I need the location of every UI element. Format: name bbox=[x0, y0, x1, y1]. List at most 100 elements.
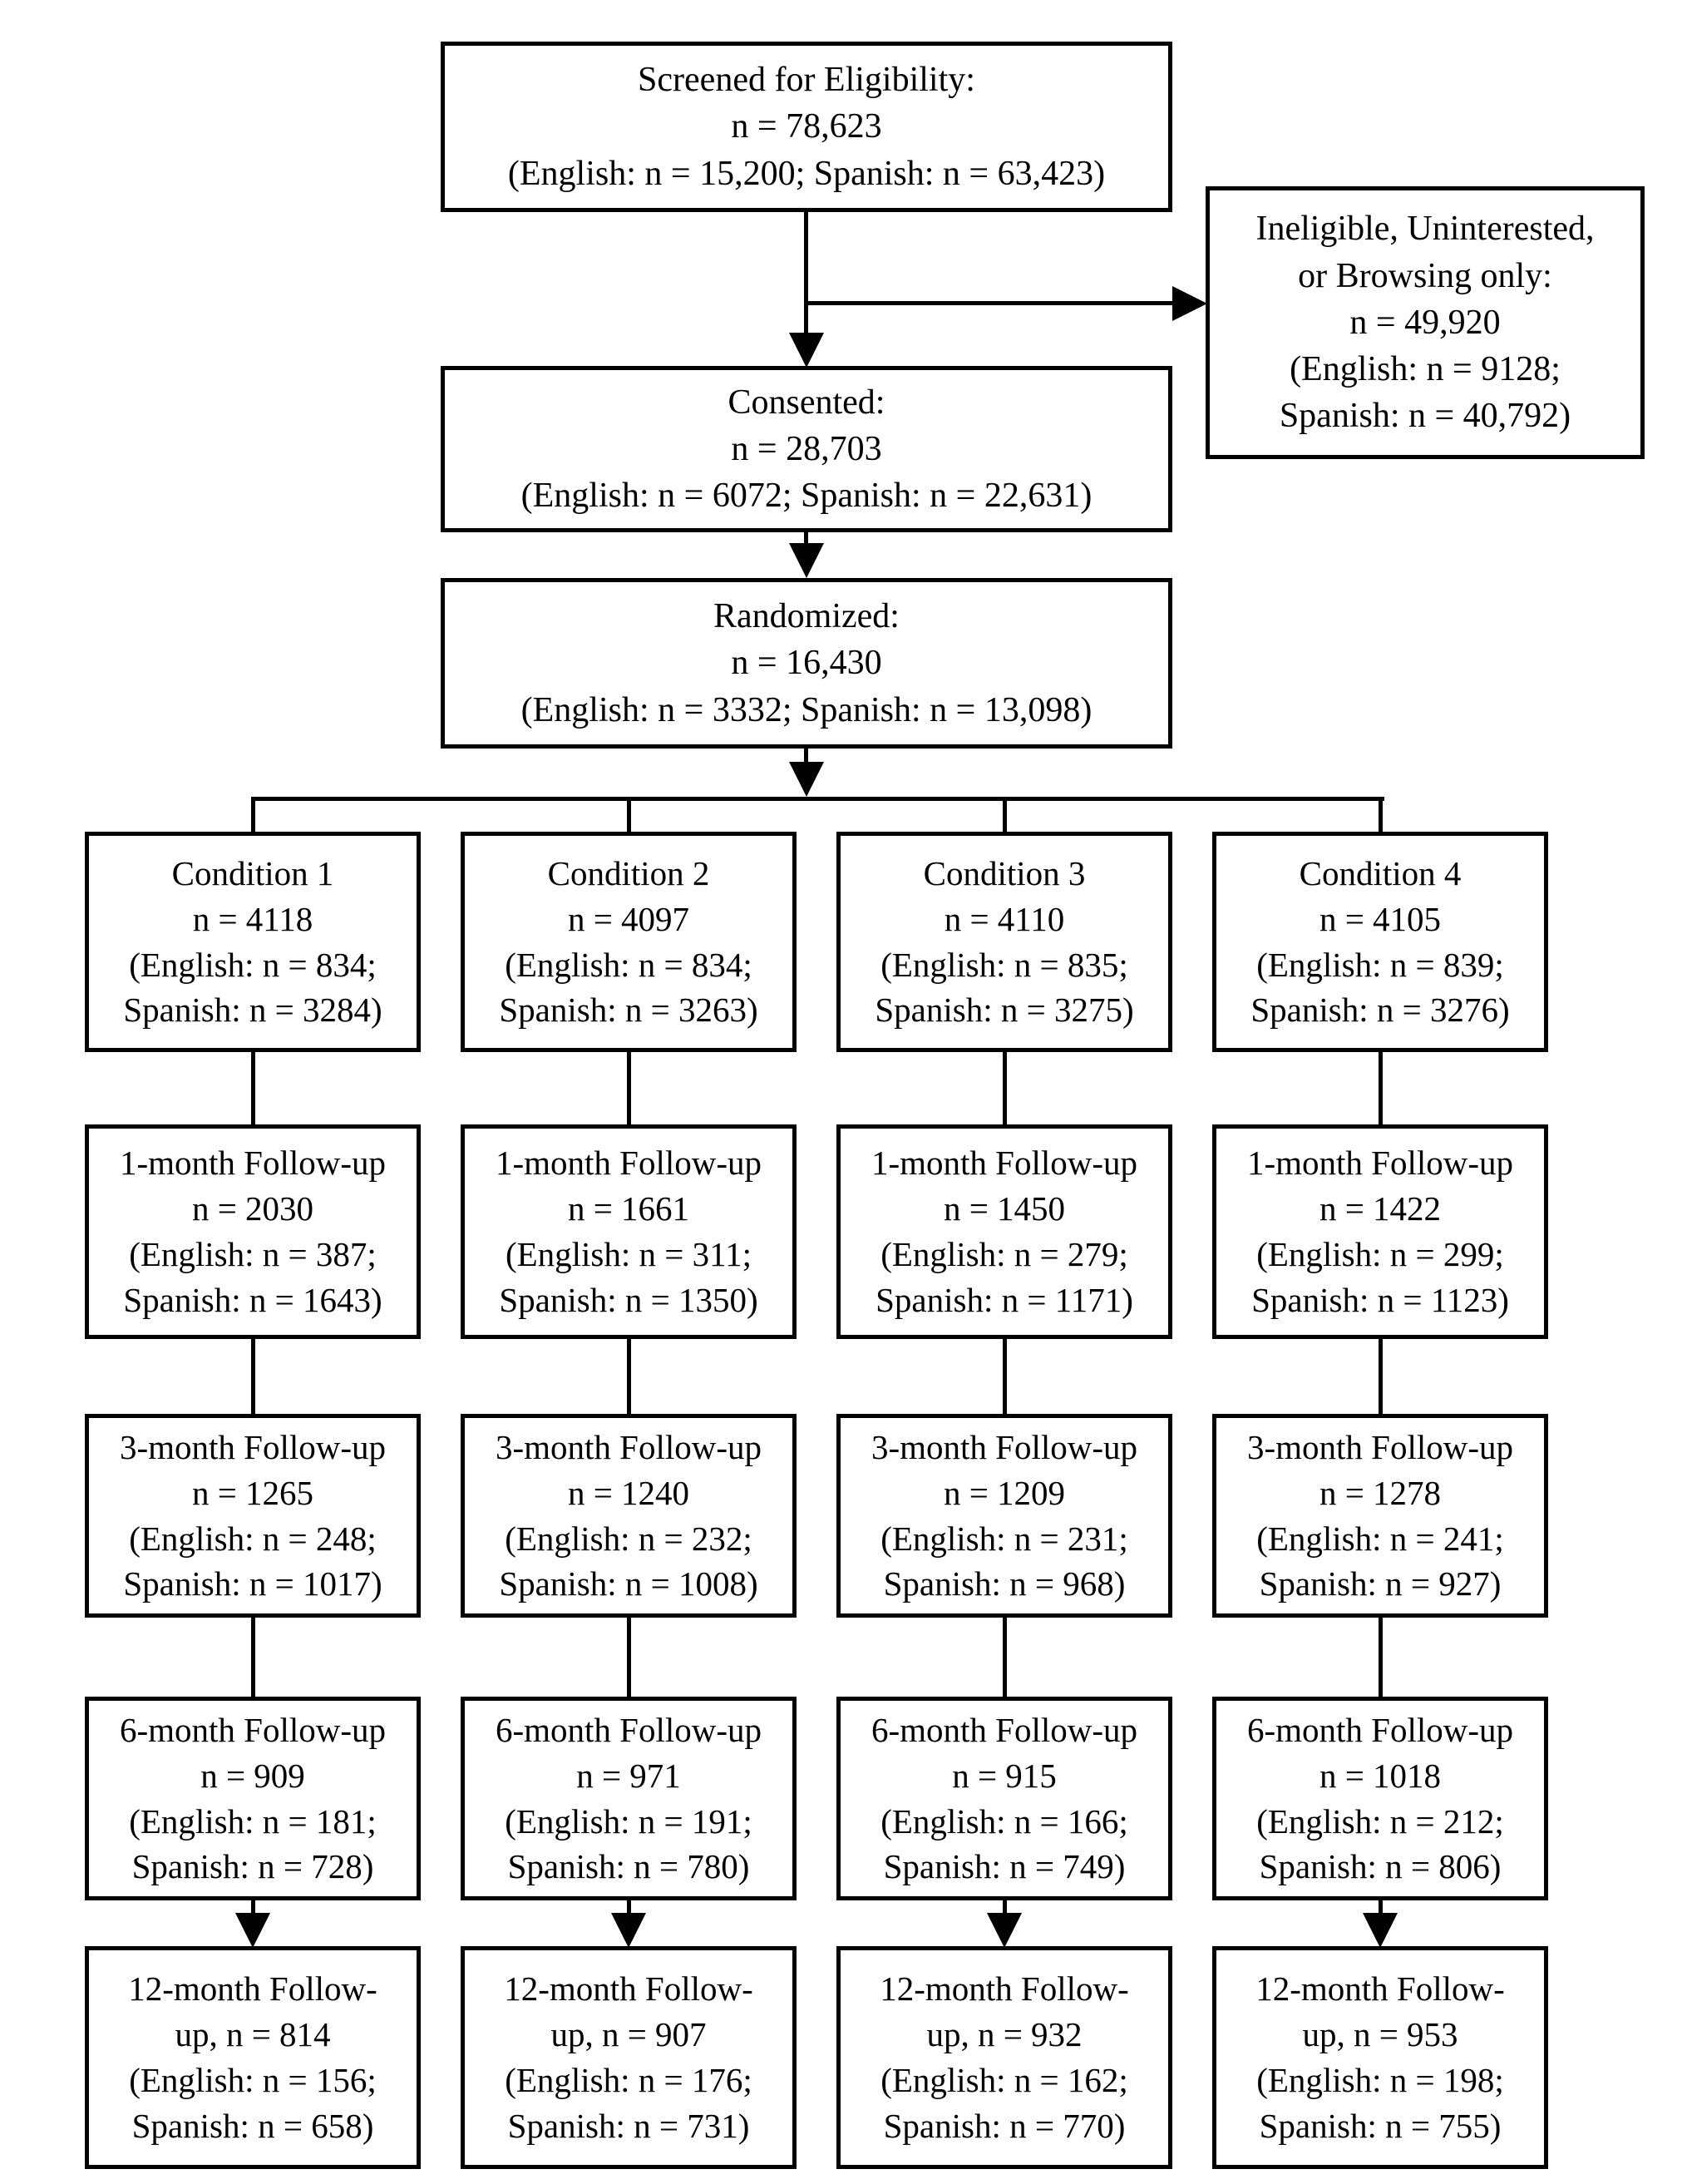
box-12month-c4: 12-month Follow- up, n = 953 (English: n… bbox=[1212, 1946, 1548, 2169]
text-line: n = 4097 bbox=[567, 899, 690, 938]
text-line: n = 4105 bbox=[1319, 899, 1442, 938]
arrowhead-right-ineligible bbox=[1172, 286, 1207, 321]
text-line: Spanish: n = 731) bbox=[507, 2106, 750, 2145]
text-line: 3-month Follow-up bbox=[119, 1427, 387, 1466]
text-line: Spanish: n = 806) bbox=[1259, 1847, 1502, 1886]
text-line: Spanish: n = 40,792) bbox=[1279, 397, 1571, 436]
box-condition-1: Condition 1 n = 4118 (English: n = 834; … bbox=[85, 832, 421, 1052]
drop-condition-4 bbox=[1379, 797, 1383, 835]
connector-c4-3m-6m bbox=[1379, 1615, 1383, 1700]
box-6month-c2: 6-month Follow-up n = 971 (English: n = … bbox=[461, 1697, 797, 1900]
text-line: (English: n = 834; bbox=[505, 945, 752, 984]
text-line: n = 16,430 bbox=[731, 644, 882, 683]
text-line: n = 1209 bbox=[943, 1473, 1066, 1512]
text-line: Spanish: n = 3275) bbox=[875, 991, 1134, 1030]
box-12month-c2: 12-month Follow- up, n = 907 (English: n… bbox=[461, 1946, 797, 2169]
box-3month-c4: 3-month Follow-up n = 1278 (English: n =… bbox=[1212, 1414, 1548, 1618]
text-line: 12-month Follow- bbox=[128, 1969, 377, 2009]
text-line: Spanish: n = 749) bbox=[883, 1847, 1126, 1886]
box-1month-c1: 1-month Follow-up n = 2030 (English: n =… bbox=[85, 1124, 421, 1339]
arrowhead-down-c2-12m bbox=[611, 1913, 646, 1948]
text-line: (English: n = 232; bbox=[505, 1519, 752, 1558]
text-line: 3-month Follow-up bbox=[495, 1427, 762, 1466]
text-line: Spanish: n = 780) bbox=[507, 1847, 750, 1886]
text-line: Spanish: n = 3263) bbox=[499, 991, 758, 1030]
box-ineligible: Ineligible, Uninterested, or Browsing on… bbox=[1206, 186, 1645, 459]
text-line: (English: n = 248; bbox=[129, 1519, 377, 1558]
arrowhead-down-c1-12m bbox=[235, 1913, 270, 1948]
text-line: 3-month Follow-up bbox=[871, 1427, 1138, 1466]
text-line: 6-month Follow-up bbox=[495, 1710, 762, 1749]
text-line: (English: n = 839; bbox=[1256, 945, 1504, 984]
connector-c4-1m-3m bbox=[1379, 1337, 1383, 1417]
text-line: (English: n = 387; bbox=[129, 1235, 377, 1273]
branch-line bbox=[251, 797, 1384, 801]
connector-c1-6m-12m bbox=[251, 1898, 255, 1915]
text-line: (English: n = 311; bbox=[505, 1235, 752, 1273]
text-line: n = 1450 bbox=[943, 1189, 1066, 1228]
text-line: (English: n = 834; bbox=[129, 945, 377, 984]
connector-c3-1m-3m bbox=[1003, 1337, 1007, 1417]
text-line: n = 1422 bbox=[1319, 1189, 1442, 1228]
text-line: (English: n = 15,200; Spanish: n = 63,42… bbox=[507, 154, 1106, 193]
connector-c1-1m-3m bbox=[251, 1337, 255, 1417]
text-line: 3-month Follow-up bbox=[1246, 1427, 1514, 1466]
text-line: (English: n = 198; bbox=[1256, 2061, 1504, 2099]
connector-randomized-branch bbox=[804, 749, 808, 765]
text-line: n = 1265 bbox=[191, 1473, 314, 1512]
connector-c4-cond-1m bbox=[1379, 1050, 1383, 1128]
text-line: (English: n = 191; bbox=[505, 1801, 752, 1841]
text-line: 1-month Follow-up bbox=[1246, 1144, 1514, 1183]
text-line: n = 1018 bbox=[1319, 1756, 1442, 1795]
text-line: n = 971 bbox=[576, 1756, 681, 1795]
text-line: n = 4118 bbox=[192, 899, 313, 938]
text-line: Spanish: n = 1123) bbox=[1251, 1280, 1509, 1319]
text-line: Condition 2 bbox=[547, 853, 710, 892]
text-line: Spanish: n = 728) bbox=[131, 1847, 374, 1886]
box-12month-c3: 12-month Follow- up, n = 932 (English: n… bbox=[836, 1946, 1172, 2169]
text-line: (English: n = 231; bbox=[880, 1519, 1128, 1558]
drop-condition-3 bbox=[1003, 797, 1007, 835]
box-randomized: Randomized: n = 16,430 (English: n = 333… bbox=[441, 578, 1172, 749]
text-line: 1-month Follow-up bbox=[871, 1144, 1138, 1183]
text-line: n = 28,703 bbox=[731, 429, 882, 468]
arrowhead-down-consented bbox=[789, 333, 824, 368]
text-line: 6-month Follow-up bbox=[1246, 1710, 1514, 1749]
box-1month-c2: 1-month Follow-up n = 1661 (English: n =… bbox=[461, 1124, 797, 1339]
text-line: Condition 3 bbox=[923, 853, 1086, 892]
text-line: n = 1278 bbox=[1319, 1473, 1442, 1512]
text-line: Spanish: n = 1017) bbox=[123, 1564, 382, 1603]
text-line: (English: n = 162; bbox=[880, 2061, 1128, 2099]
connector-c3-6m-12m bbox=[1003, 1898, 1007, 1915]
text-line: 12-month Follow- bbox=[880, 1969, 1129, 2009]
text-line: n = 1661 bbox=[567, 1189, 690, 1228]
text-line: 12-month Follow- bbox=[504, 1969, 753, 2009]
connector-c2-1m-3m bbox=[627, 1337, 631, 1417]
box-6month-c1: 6-month Follow-up n = 909 (English: n = … bbox=[85, 1697, 421, 1900]
connector-c2-3m-6m bbox=[627, 1615, 631, 1700]
text-line: n = 915 bbox=[952, 1756, 1057, 1795]
text-line: Spanish: n = 968) bbox=[883, 1564, 1126, 1603]
arrowhead-down-branch bbox=[789, 762, 824, 797]
connector-c3-cond-1m bbox=[1003, 1050, 1007, 1128]
text-line: Spanish: n = 1008) bbox=[499, 1564, 758, 1603]
connector-c1-3m-6m bbox=[251, 1615, 255, 1700]
arrowhead-down-c3-12m bbox=[987, 1913, 1022, 1948]
text-line: Condition 1 bbox=[171, 853, 334, 892]
connector-c4-6m-12m bbox=[1379, 1898, 1383, 1915]
box-6month-c4: 6-month Follow-up n = 1018 (English: n =… bbox=[1212, 1697, 1548, 1900]
drop-condition-2 bbox=[627, 797, 631, 835]
box-condition-3: Condition 3 n = 4110 (English: n = 835; … bbox=[836, 832, 1172, 1052]
text-line: up, n = 953 bbox=[1302, 2015, 1458, 2054]
text-line: (English: n = 3332; Spanish: n = 13,098) bbox=[520, 690, 1093, 729]
box-1month-c3: 1-month Follow-up n = 1450 (English: n =… bbox=[836, 1124, 1172, 1339]
text-line: Spanish: n = 3284) bbox=[123, 991, 382, 1030]
text-line: Consented: bbox=[728, 383, 885, 422]
text-line: (English: n = 835; bbox=[880, 945, 1128, 984]
text-line: n = 49,920 bbox=[1349, 303, 1501, 342]
box-12month-c1: 12-month Follow- up, n = 814 (English: n… bbox=[85, 1946, 421, 2169]
connector-consented-randomized bbox=[804, 532, 808, 546]
arrowhead-down-randomized bbox=[789, 543, 824, 578]
text-line: n = 2030 bbox=[191, 1189, 314, 1228]
